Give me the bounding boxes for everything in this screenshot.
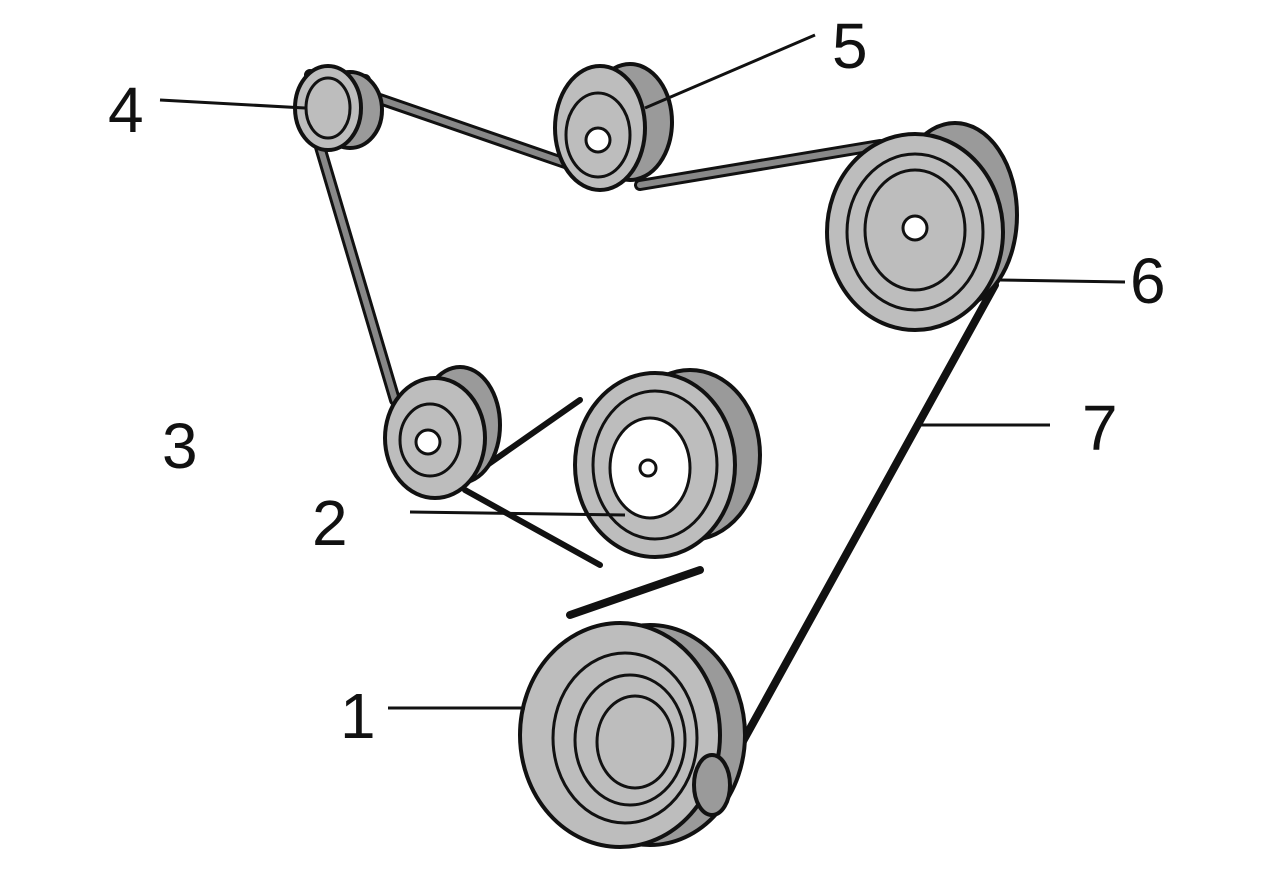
pulley-4 — [293, 64, 384, 152]
label-7: 7 — [1082, 392, 1118, 464]
label-2: 2 — [312, 487, 348, 559]
pulley-3 — [383, 365, 502, 500]
pulley-6 — [825, 121, 1019, 332]
label-5: 5 — [832, 10, 868, 82]
leader-lines — [159, 33, 1126, 710]
pulley-5 — [553, 62, 674, 192]
label-6: 6 — [1130, 245, 1166, 317]
pulley-2 — [573, 368, 762, 559]
pulley-crankshaft — [518, 621, 747, 849]
label-3: 3 — [162, 410, 198, 482]
label-1: 1 — [340, 680, 376, 752]
label-4: 4 — [108, 74, 144, 146]
